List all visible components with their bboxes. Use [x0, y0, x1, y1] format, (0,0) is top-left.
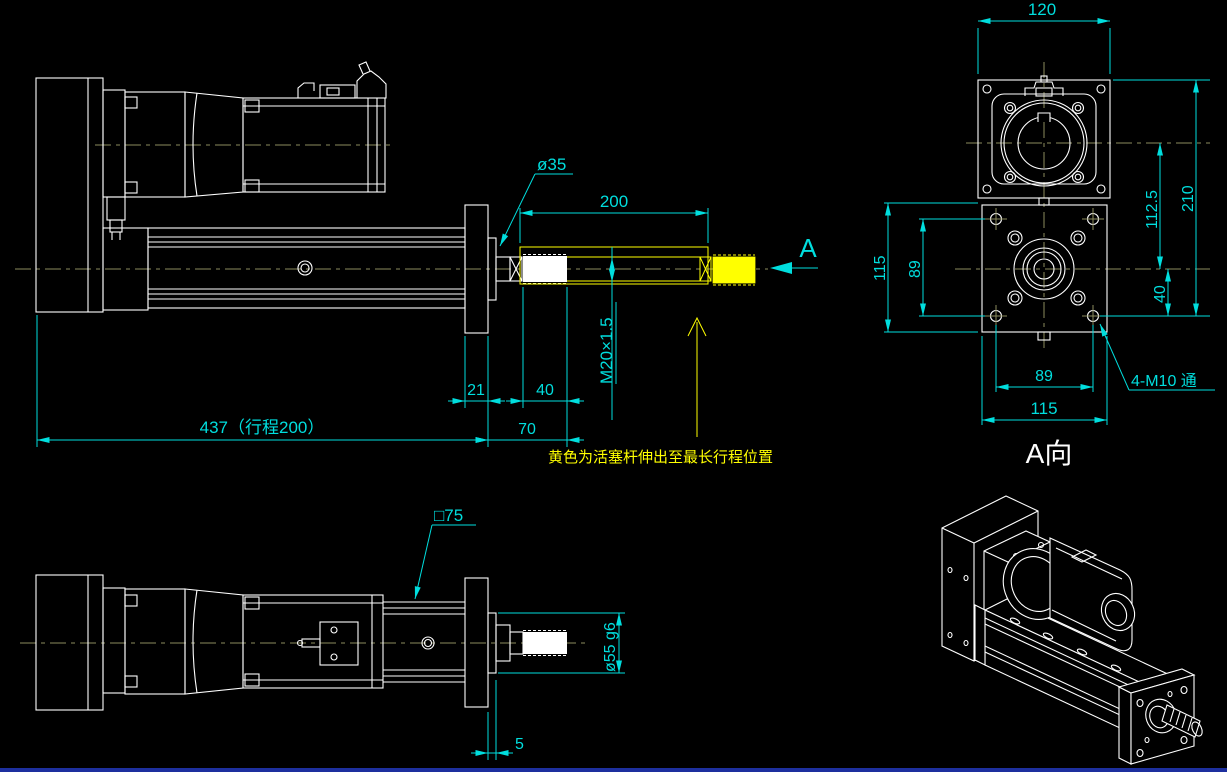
dim-holes-label: 4-M10 通 [1131, 372, 1197, 390]
dim-overall: 437（行程200） [200, 418, 325, 437]
rod-thread-top [523, 632, 567, 654]
dim-115v: 115 [872, 255, 889, 281]
dim-70: 70 [518, 421, 536, 438]
dim-200: 200 [600, 192, 628, 211]
extended-rod-highlight [519, 246, 756, 286]
side-view: ø35 200 M20×1.5 21 40 70 437（行程200） A [15, 61, 818, 447]
rod-boss-circles [1013, 238, 1075, 300]
motor-connector [319, 84, 356, 99]
note-arrowhead [687, 316, 707, 337]
tube-screw-top [421, 636, 435, 650]
dim-5: 5 [515, 736, 524, 753]
dim-120: 120 [1028, 0, 1056, 19]
dim-40: 40 [536, 382, 554, 399]
front-flange-screws [1007, 230, 1086, 306]
bell-opening [1000, 99, 1088, 187]
dim-sq75: □75 [434, 506, 463, 525]
dim-210: 210 [1180, 185, 1197, 212]
cylinder-tube [147, 227, 466, 309]
iso-rod-stub [1161, 704, 1201, 738]
dim-40v: 40 [1152, 285, 1169, 303]
a-view: 120 112.5 210 40 115 89 89 115 4-M10 通 A… [872, 0, 1215, 469]
dim-dia35: ø35 [537, 155, 566, 174]
rod-nut [509, 256, 523, 282]
dim-89b: 89 [1035, 368, 1053, 385]
motor-mount-plate [102, 89, 126, 198]
dim-d55: ø55 g6 [602, 622, 619, 672]
iso-front-flange [1117, 668, 1203, 765]
dim-112-5: 112.5 [1144, 190, 1161, 229]
section-letter: A [799, 233, 817, 263]
motor-plug [356, 70, 387, 99]
motor-body [242, 97, 386, 193]
bottom-window-edge [0, 768, 1227, 772]
note-text: 黄色为活塞杆伸出至最长行程位置 [548, 448, 773, 466]
rod-thread [523, 256, 567, 282]
cable-gland [297, 82, 315, 98]
top-view: □75 ø55 g6 5 [20, 506, 625, 760]
end-plate [35, 77, 104, 313]
dim-21: 21 [467, 382, 485, 399]
m10-holes [985, 208, 1104, 327]
a-view-title: A向 [1026, 438, 1073, 469]
a-view-dimensions: 120 112.5 210 40 115 89 89 115 4-M10 通 A… [872, 0, 1215, 469]
section-arrow [770, 262, 792, 274]
note-annotation: 黄色为活塞杆伸出至最长行程位置 [548, 316, 773, 466]
tube-screw [297, 260, 313, 276]
top-view-dimensions: □75 ø55 g6 5 [414, 506, 625, 760]
motor-flange-screws [1003, 101, 1085, 184]
dim-89v: 89 [907, 260, 924, 278]
dim-115b: 115 [1030, 399, 1057, 418]
gearbox-top [124, 588, 186, 695]
side-view-dimensions: ø35 200 M20×1.5 21 40 70 437（行程200） A [36, 155, 818, 447]
iso-view [941, 495, 1203, 765]
dim-thread-spec: M20×1.5 [597, 317, 616, 384]
motor-top [242, 594, 384, 689]
iso-rail [974, 598, 1174, 743]
